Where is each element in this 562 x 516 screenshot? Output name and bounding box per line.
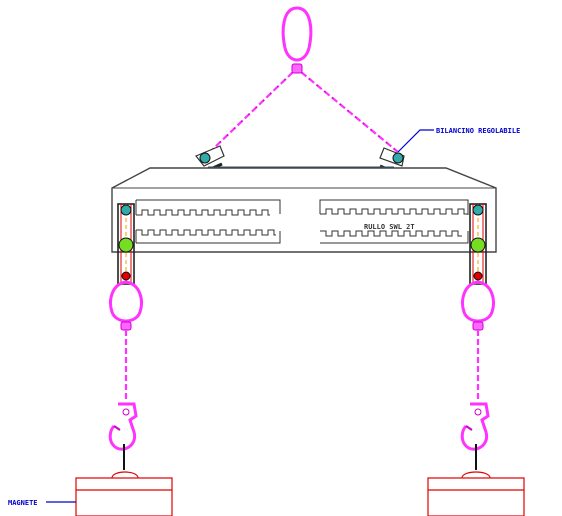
right-roller-trolley [469,203,487,285]
left-tooth-rack [135,199,281,244]
left-lower-link [109,280,143,331]
upper-chain-left [211,71,294,151]
bilancino-leader [397,129,434,153]
upper-chain-right [300,71,399,153]
magnete-label: MAGNETE [8,499,38,507]
right-tooth-rack [319,199,469,244]
bilancino-label: BILANCINO REGOLABILE [436,127,520,135]
left-magnet [75,471,173,516]
right-magnet [427,471,525,516]
right-hook [460,402,490,470]
left-roller-trolley [117,203,135,285]
left-hook [108,402,138,470]
rulli-label: RULLO SWL 2T [364,223,415,231]
master-link [281,6,313,74]
right-lower-link [461,280,495,331]
